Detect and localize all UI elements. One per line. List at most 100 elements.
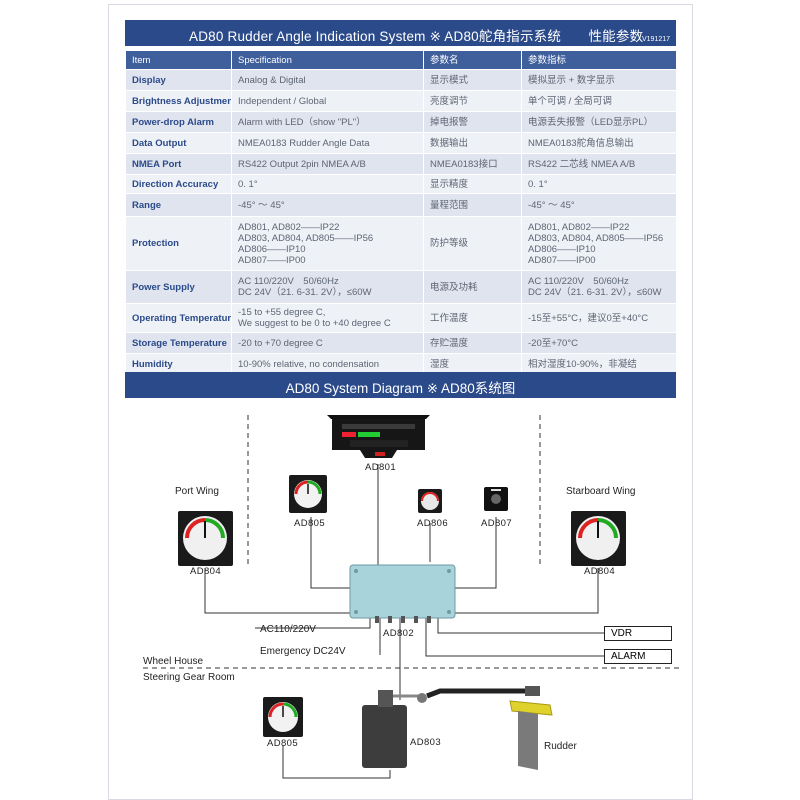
spec-name-cn: 显示精度 [423,174,522,194]
spec-item: NMEA Port [125,153,232,175]
spec-item: Display [125,69,232,91]
wheel-house-label: Wheel House [143,656,204,667]
ad807-dimmer [484,487,508,511]
spec-row: Direction Accuracy 0. 1° 显示精度 0. 1° [125,174,677,194]
spec-value-cn: 模拟显示 + 数字显示 [521,69,677,91]
system-diagram: AD801 Port Wing Starboard Wing AD805 AD8… [110,400,692,795]
spec-value-cn-line: -20至+70°C [528,337,579,349]
spec-value: -15 to +55 degree C,We suggest to be 0 t… [231,303,424,333]
diagram-title: AD80 System Diagram ※ AD80系统图 [285,381,516,396]
steering-gear-room-label: Steering Gear Room [143,672,235,683]
col-header-name-cn: 参数名 [423,50,522,70]
spec-name-cn: 工作温度 [423,303,522,333]
spec-name-cn: NMEA0183接口 [423,153,522,175]
spec-item: Power Supply [125,270,232,304]
spec-value-line: 0. 1° [238,178,258,190]
spec-value-cn-line: 模拟显示 + 数字显示 [528,74,615,86]
spec-item: Storage Temperature [125,332,232,354]
spec-value-cn: -15至+55°C，建议0至+40°C [521,303,677,333]
diagram-canvas [143,415,682,779]
spec-value-cn-line: 0. 1° [528,178,548,190]
spec-table-header: Item Specification 参数名 参数指标 [125,50,677,70]
spec-value-line: AD806——IP10 [238,243,306,255]
ad803-transmitter [362,686,553,770]
spec-value: 0. 1° [231,174,424,194]
spec-value-line: NMEA0183 Rudder Angle Data [238,137,370,149]
spec-name-cn: 数据输出 [423,132,522,154]
alarm-label: ALARM [611,651,646,662]
spec-value-cn-line: DC 24V（21. 6-31. 2V），≤60W [528,287,662,298]
ad801-display [327,415,430,458]
spec-value-line: RS422 Output 2pin NMEA A/B [238,158,366,170]
spec-value-line: AD807——IP00 [238,254,306,266]
spec-value-cn: RS422 二芯线 NMEA A/B [521,153,677,175]
spec-value-cn-line: RS422 二芯线 NMEA A/B [528,158,636,170]
spec-value-line: DC 24V（21. 6-31. 2V），≤60W [238,287,372,298]
ad803-label: AD803 [410,737,442,748]
spec-name-cn: 亮度调节 [423,90,522,112]
page-title: AD80 Rudder Angle Indication System ※ AD… [189,29,644,44]
ad801-label: AD801 [365,462,397,473]
spec-name-cn: 湿度 [423,353,522,375]
spec-value: RS422 Output 2pin NMEA A/B [231,153,424,175]
spec-value-line: Independent / Global [238,95,327,107]
ad804-starboard-indicator [571,511,626,566]
spec-name-cn: 电源及功耗 [423,270,522,304]
spec-item: Operating Temperature [125,303,232,333]
spec-value-cn: 0. 1° [521,174,677,194]
ac-power-label: AC110/220V [260,624,316,635]
starboard-wing-label: Starboard Wing [566,486,636,497]
spec-value: Independent / Global [231,90,424,112]
dc-power-label: Emergency DC24V [260,646,346,657]
spec-value-cn: NMEA0183舵角信息输出 [521,132,677,154]
spec-value: -20 to +70 degree C [231,332,424,354]
ad804-port-label: AD804 [190,566,222,577]
spec-value-cn-line: AD803, AD804, AD805——IP56 [528,232,664,244]
spec-value: Alarm with LED（show "PL"） [231,111,424,133]
spec-value-cn-line: 单个可调 / 全局可调 [528,95,612,107]
ad805-bottom-indicator [263,697,303,737]
col-header-spec: Specification [231,50,424,70]
spec-header: AD80 Rudder Angle Indication System ※ AD… [125,20,676,46]
spec-value: -45° ～ 45° [231,193,424,217]
ad807-label: AD807 [481,518,513,529]
spec-value-cn-line: AD801, AD802——IP22 [528,221,630,233]
spec-value-line: -15 to +55 degree C, [238,307,326,318]
spec-row: NMEA Port RS422 Output 2pin NMEA A/B NMEA0… [125,153,677,175]
ad804-port-indicator [178,511,233,566]
connection-lines [143,415,682,779]
spec-value-cn: 电源丢失报警（LED显示PL） [521,111,677,133]
alarm-box: ALARM [604,649,672,664]
ad806-indicator [418,489,442,513]
ad805-top-indicator [289,475,327,513]
spec-row: Range-45° ～ 45°量程范围-45° ～ 45° [125,193,677,217]
ad806-label: AD806 [417,518,449,529]
spec-name-cn: 防护等级 [423,216,522,271]
version-label: V191217 [641,36,670,43]
spec-row: Operating Temperature-15 to +55 degree C… [125,303,677,333]
ad805-top-label: AD805 [294,518,326,529]
ad804-starboard-label: AD804 [584,566,616,577]
spec-value-line: AD801, AD802——IP22 [238,221,340,233]
spec-value-cn-line: AD807——IP00 [528,254,596,266]
spec-name-cn: 掉电报警 [423,111,522,133]
spec-value-line: -45° ～ 45° [238,199,285,211]
spec-value-cn-line: -45° ～ 45° [528,199,575,211]
spec-item: Direction Accuracy [125,174,232,194]
spec-value-cn-line: 电源丢失报警（LED显示PL） [528,116,654,128]
spec-name-cn: 显示模式 [423,69,522,91]
spec-name-cn: 量程范围 [423,193,522,217]
diagram-header: AD80 System Diagram ※ AD80系统图 [125,372,676,398]
spec-value-cn-line: 相对湿度10-90%，非凝结 [528,358,637,370]
spec-item: Power-drop Alarm [125,111,232,133]
